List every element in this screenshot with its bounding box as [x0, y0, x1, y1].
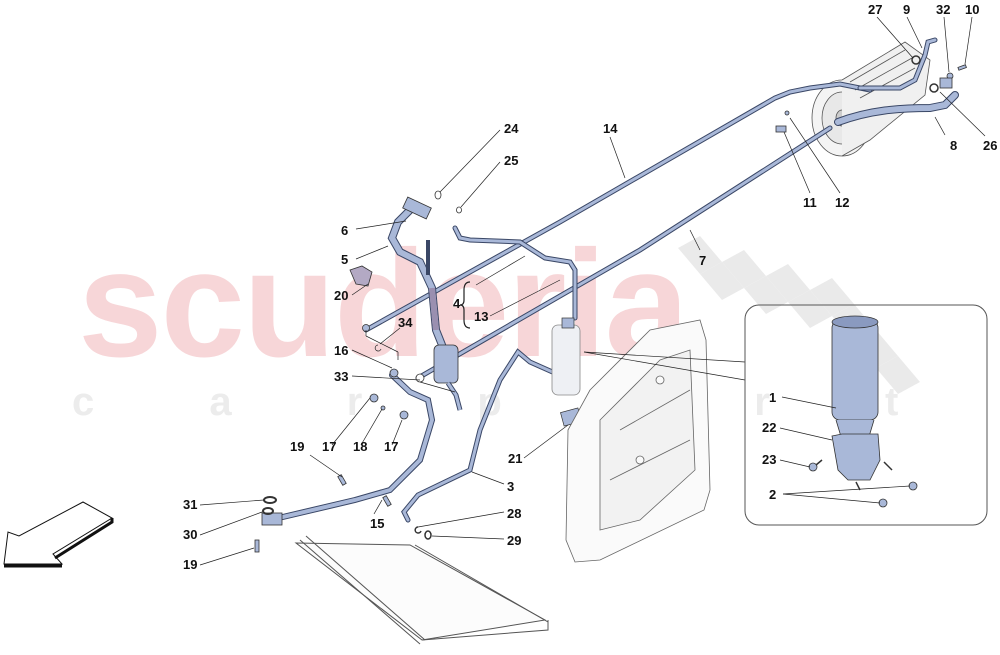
part-callout-18[interactable]: 18 [353, 439, 368, 454]
part-callout-12[interactable]: 12 [835, 195, 850, 210]
pipe-4 [452, 225, 578, 321]
part-callout-17b[interactable]: 17 [384, 439, 399, 454]
part-callout-21[interactable]: 21 [508, 451, 523, 466]
part-callout-32[interactable]: 32 [936, 2, 951, 17]
part-callout-23[interactable]: 23 [762, 452, 777, 467]
watermark-scuderia: scuderia [78, 219, 689, 389]
part-callout-8[interactable]: 8 [950, 138, 958, 153]
muffler [433, 344, 463, 411]
part-callout-19b[interactable]: 19 [183, 557, 198, 572]
part-callout-1[interactable]: 1 [769, 390, 777, 405]
callout-lines [199, 16, 986, 566]
pipe-9 [857, 37, 938, 91]
inset-callout-lines [779, 396, 911, 504]
front-direction-arrow-icon [3, 501, 114, 568]
checkered-flag-watermark [678, 236, 920, 394]
pipe-33-lower [267, 372, 436, 523]
pipe-end-fitting [261, 512, 283, 526]
part-callout-16[interactable]: 16 [334, 343, 349, 358]
part-callout-20[interactable]: 20 [334, 288, 349, 303]
hose-5 [387, 206, 448, 354]
part-callout-33[interactable]: 33 [334, 369, 349, 384]
pipe-3 [401, 348, 569, 523]
part-callout-26[interactable]: 26 [983, 138, 998, 153]
part-callout-5[interactable]: 5 [341, 252, 349, 267]
condenser [294, 535, 549, 645]
detail-inset-box [744, 304, 988, 526]
part-callout-3[interactable]: 3 [507, 479, 515, 494]
part-callout-22[interactable]: 22 [762, 420, 777, 435]
part-callout-2[interactable]: 2 [769, 487, 777, 502]
pipe-7 [415, 125, 833, 381]
part-callout-27[interactable]: 27 [868, 2, 883, 17]
part-callout-15[interactable]: 15 [370, 516, 385, 531]
part-callout-10[interactable]: 10 [965, 2, 980, 17]
group-bracket-4 [459, 281, 471, 329]
part-callout-13[interactable]: 13 [474, 309, 489, 324]
pipe-14 [363, 81, 873, 333]
part-callout-34[interactable]: 34 [398, 315, 413, 330]
part-callout-7[interactable]: 7 [699, 253, 707, 268]
part-callout-4[interactable]: 4 [453, 296, 461, 311]
fitting-6 [402, 196, 432, 220]
part-callout-19[interactable]: 19 [290, 439, 305, 454]
receiver-drier-detail [808, 315, 918, 508]
part-callout-9[interactable]: 9 [903, 2, 911, 17]
part-callout-11[interactable]: 11 [803, 195, 817, 210]
front-bracket [565, 319, 711, 563]
small-parts [254, 55, 967, 553]
part-callout-17a[interactable]: 17 [322, 439, 337, 454]
part-callout-25[interactable]: 25 [504, 153, 519, 168]
pipe-8 [834, 91, 959, 126]
part-callout-31[interactable]: 31 [183, 497, 198, 512]
part-callout-28[interactable]: 28 [507, 506, 522, 521]
receiver-drier-small [551, 317, 581, 396]
part-callout-29[interactable]: 29 [507, 533, 522, 548]
part-callout-24[interactable]: 24 [504, 121, 519, 136]
part-callout-30[interactable]: 30 [183, 527, 198, 542]
part-callout-14[interactable]: 14 [603, 121, 618, 136]
part-callout-6[interactable]: 6 [341, 223, 349, 238]
